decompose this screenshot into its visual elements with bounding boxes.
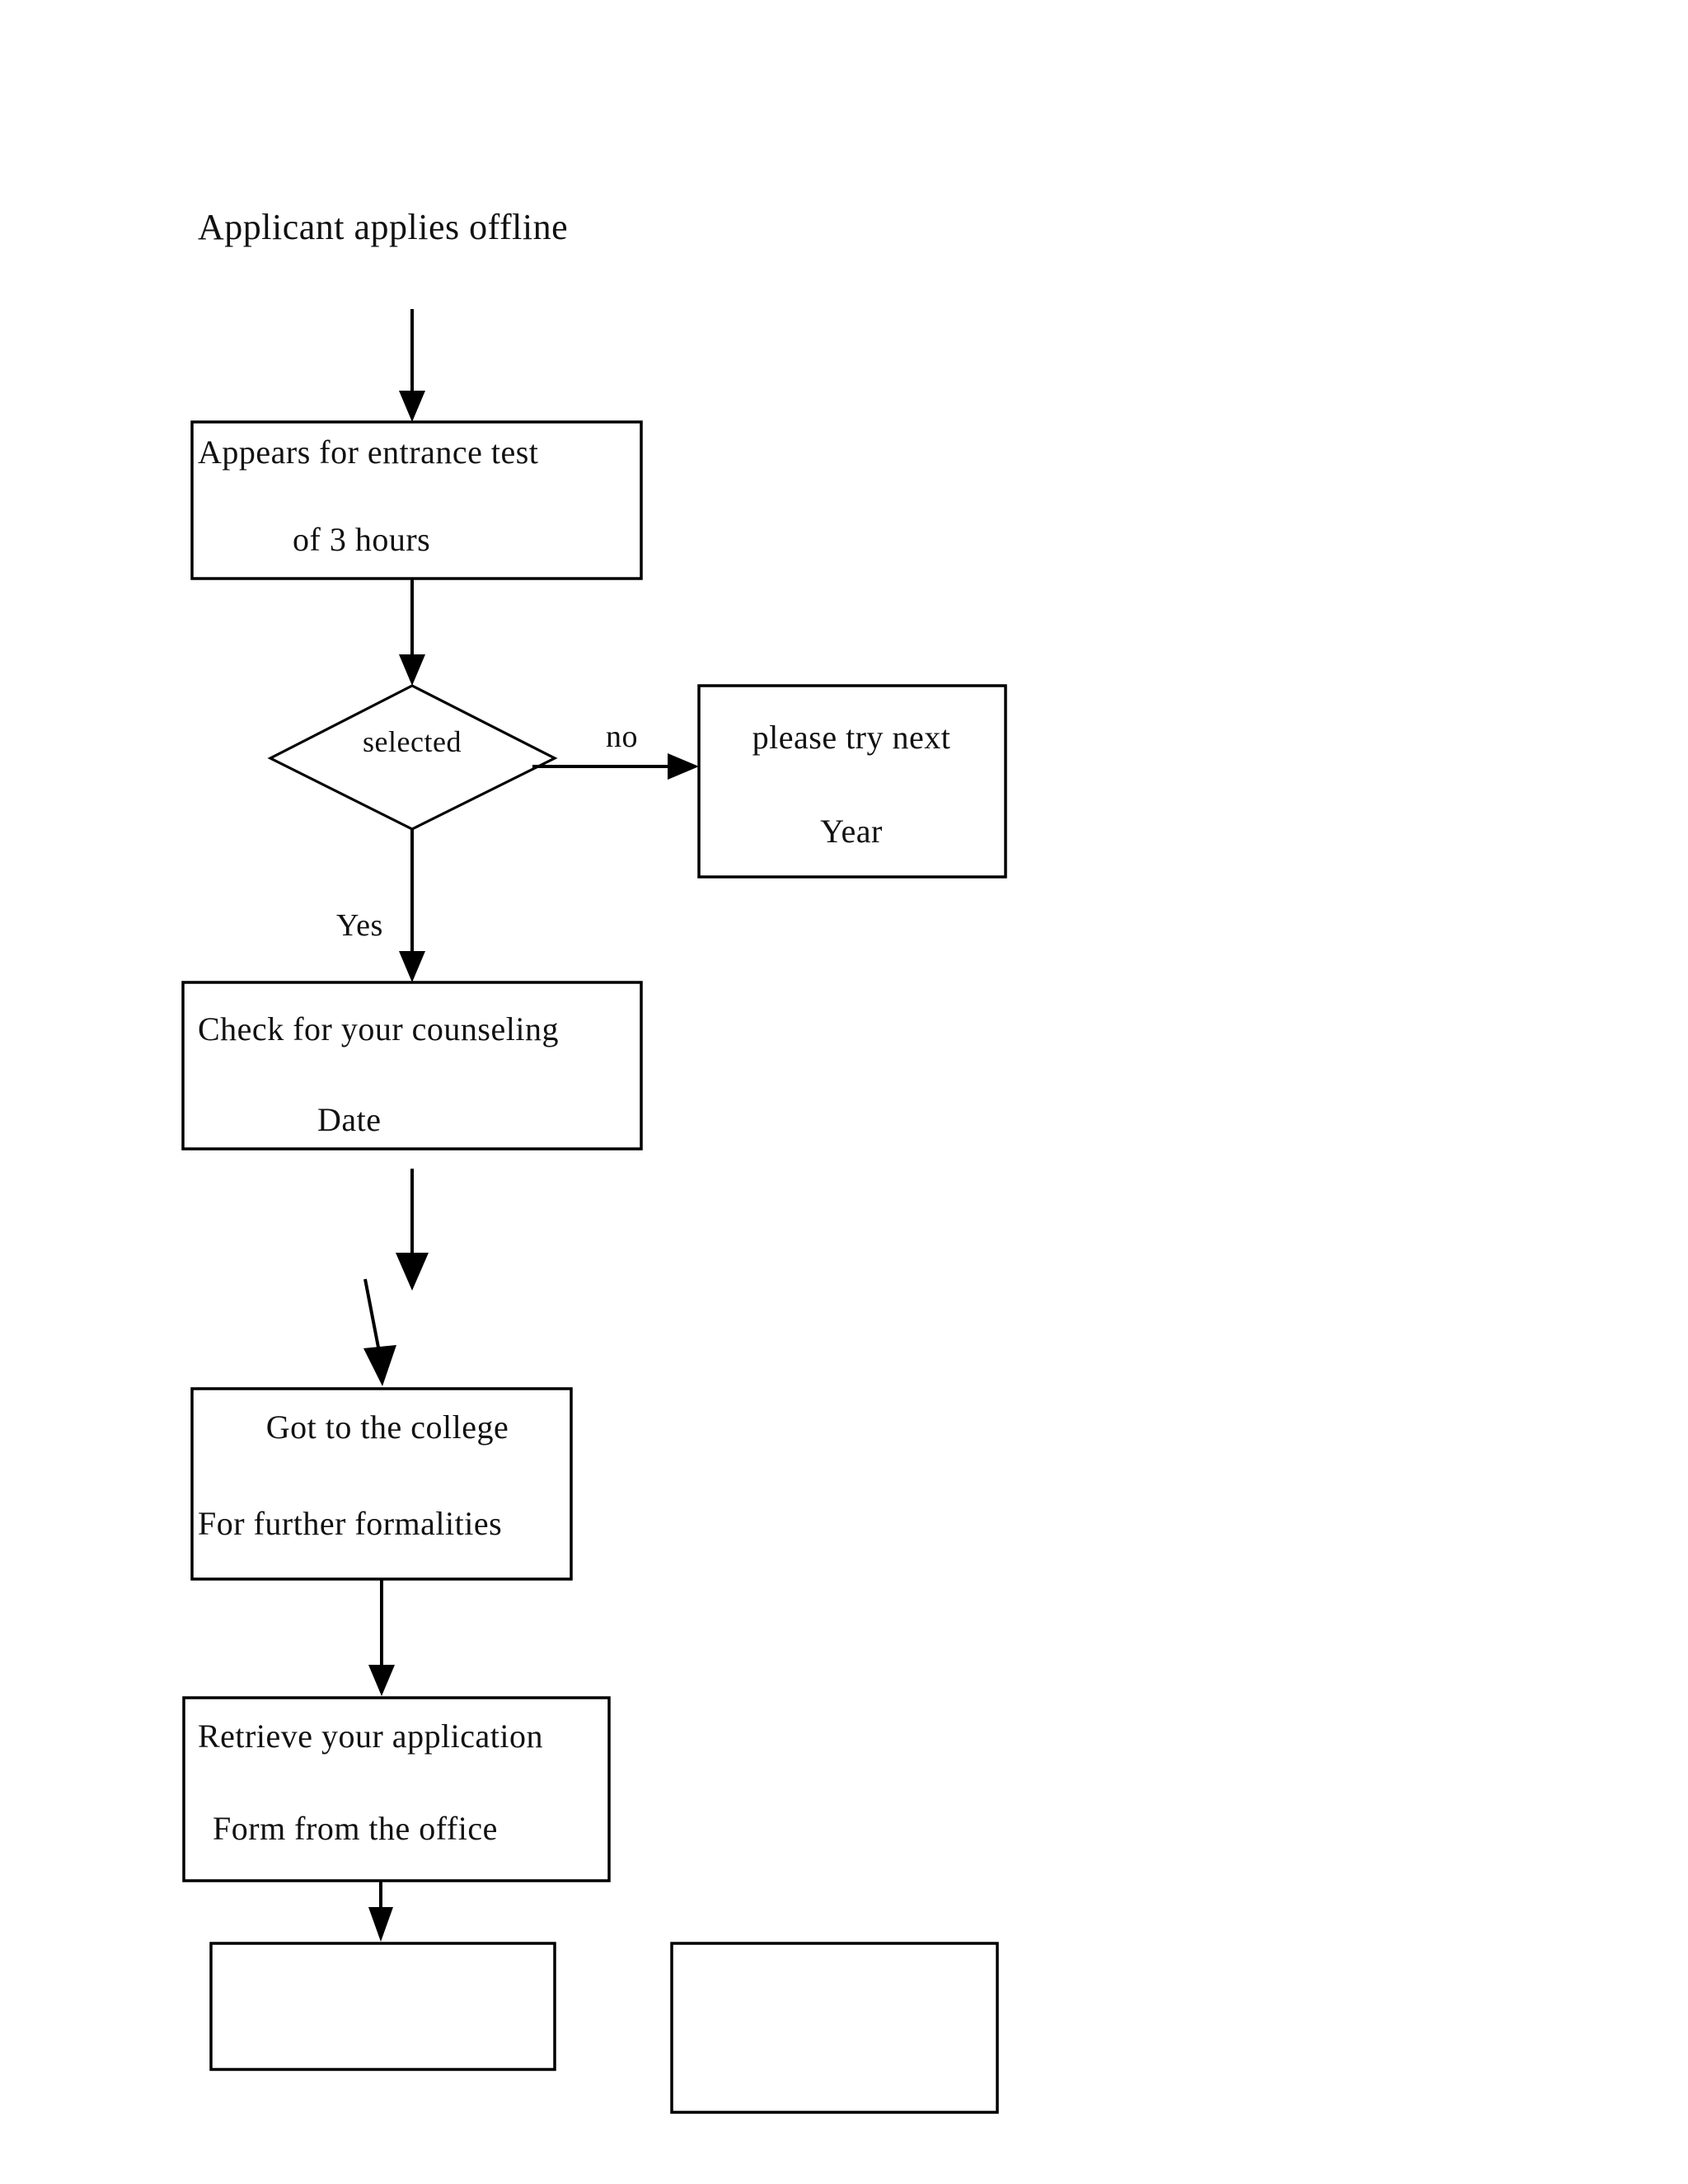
node-try-next-year-box xyxy=(697,684,1007,879)
entrance-test-line2: of 3 hours xyxy=(293,521,430,558)
entrance-test-line1: Appears for entrance test xyxy=(198,434,538,471)
connector-decision-to-try-next-year xyxy=(532,753,699,780)
go-to-college-line1: Got to the college xyxy=(266,1408,509,1446)
go-to-college-line2: For further formalities xyxy=(198,1505,502,1542)
connector-counseling-to-college xyxy=(363,1278,396,1386)
connector-counseling-stub xyxy=(396,1169,429,1291)
try-next-year-line2: Year xyxy=(820,813,883,850)
start-label-text: Applicant applies offline xyxy=(198,207,568,247)
check-counseling-line1: Check for your counseling xyxy=(198,1010,559,1047)
node-empty-box-right xyxy=(670,1942,999,2114)
retrieve-form-line1: Retrieve your application xyxy=(198,1718,543,1755)
node-empty-box-left xyxy=(209,1942,556,2071)
edge-label-yes: Yes xyxy=(336,908,383,943)
node-entrance-test-box xyxy=(190,420,643,580)
node-go-to-college-box xyxy=(190,1387,573,1581)
node-retrieve-form-box xyxy=(182,1696,611,1882)
connector-college-to-retrieve xyxy=(368,1579,395,1696)
connector-retrieve-to-empty xyxy=(368,1881,393,1942)
connector-start-to-entrance xyxy=(399,309,425,422)
try-next-year-line1: please try next xyxy=(753,719,951,756)
edge-label-no: no xyxy=(606,719,638,754)
node-check-counseling-box xyxy=(181,981,643,1151)
selected-decision-text: selected xyxy=(363,725,462,758)
check-counseling-line2: Date xyxy=(317,1101,382,1138)
connector-entrance-to-decision xyxy=(399,579,425,686)
connector-decision-to-check-counseling xyxy=(399,829,425,982)
retrieve-form-line2: Form from the office xyxy=(213,1810,498,1847)
